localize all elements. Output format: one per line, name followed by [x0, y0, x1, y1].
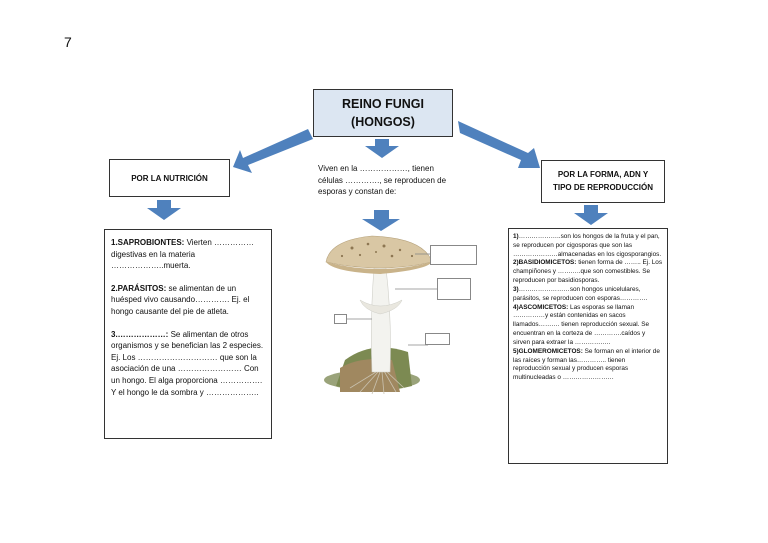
forma-item-5-heading: 5)GLOMEROMICETOS:: [513, 347, 583, 355]
saprobiontes-text: Vierten ……………digestivas en la materia ………: [111, 238, 254, 271]
forma-item-2: 2)BASIDIOMICETOS: tienen forma de …….. E…: [513, 259, 663, 285]
arrow-right-diagonal: [458, 121, 540, 168]
arrow-left-diagonal: [233, 129, 313, 173]
parasitos-text: se alimentan de un huésped vivo causando…: [111, 283, 250, 316]
mushroom-icon: [324, 235, 433, 395]
simbiontes-text: Se alimentan de otros organismos y se be…: [111, 329, 264, 397]
forma-item-3-heading: 3): [513, 285, 519, 293]
arrow-right-down: [574, 205, 608, 225]
nutricion-item-saprobiontes: 1.SAPROBIONTES: Vierten ……………digestivas …: [111, 237, 265, 272]
title-line-1: REINO FUNGI: [342, 96, 424, 111]
forma-item-1-heading: 1): [513, 233, 519, 240]
forma-item-2-heading: 2)BASIDIOMICETOS:: [513, 259, 577, 267]
label-leader-lines: [347, 253, 437, 346]
forma-item-4-heading: 4)ASCOMICETOS:: [513, 303, 569, 311]
title-box: REINO FUNGI (HONGOS): [313, 89, 453, 137]
nutricion-list-box: 1.SAPROBIONTES: Vierten ……………digestivas …: [104, 229, 272, 439]
nutricion-label: POR LA NUTRICIÓN: [131, 173, 208, 183]
forma-item-3-text: ……………………son hongos unicelulares, parásit…: [513, 285, 648, 302]
forma-item-4-text: Las esporas se llaman ……………y están conte…: [513, 303, 650, 346]
nutricion-item-simbiontes: 3.………………: Se alimentan de otros organism…: [111, 329, 265, 399]
title-line-2: (HONGOS): [351, 115, 415, 129]
label-blank-mycelium[interactable]: [425, 333, 450, 345]
forma-item-1-text: ………………..son los hongos de la fruta y el …: [513, 233, 662, 258]
forma-item-1: 1)………………..son los hongos de la fruta y e…: [513, 233, 663, 259]
arrow-middle-down: [362, 210, 400, 231]
label-blank-stem[interactable]: [334, 314, 347, 324]
forma-item-5: 5)GLOMEROMICETOS: Se forman en el interi…: [513, 348, 663, 383]
nutricion-label-box: POR LA NUTRICIÓN: [109, 159, 230, 197]
label-blank-ring[interactable]: [437, 278, 471, 300]
page-number: 7: [64, 34, 72, 50]
saprobiontes-heading: 1.SAPROBIONTES:: [111, 238, 185, 247]
forma-item-4: 4)ASCOMICETOS: Las esporas se llaman …………: [513, 304, 663, 348]
label-blank-cap[interactable]: [430, 245, 477, 265]
simbiontes-heading: 3.………………:: [111, 329, 169, 339]
forma-item-3: 3)……………………son hongos unicelulares, parás…: [513, 286, 663, 304]
parasitos-heading: 2.PARÁSITOS:: [111, 283, 167, 293]
nutricion-item-parasitos: 2.PARÁSITOS: se alimentan de un huésped …: [111, 283, 265, 318]
arrow-left-down: [147, 200, 181, 220]
forma-label-box: POR LA FORMA, ADN Y TIPO DE REPRODUCCIÓN: [541, 160, 665, 203]
center-description: Viven en la ………………, tienen células ………….…: [318, 164, 447, 197]
arrow-center-down: [365, 139, 399, 158]
forma-item-2-text: tienen forma de …….. Ej. Los champiñones…: [513, 259, 663, 285]
forma-list-box: 1)………………..son los hongos de la fruta y e…: [508, 228, 668, 464]
forma-label-line-1: POR LA FORMA, ADN Y: [557, 170, 649, 180]
forma-item-5-text: Se forman en el interior de las raíces y…: [513, 347, 660, 382]
forma-label-line-2: TIPO DE REPRODUCCIÓN: [552, 182, 653, 192]
